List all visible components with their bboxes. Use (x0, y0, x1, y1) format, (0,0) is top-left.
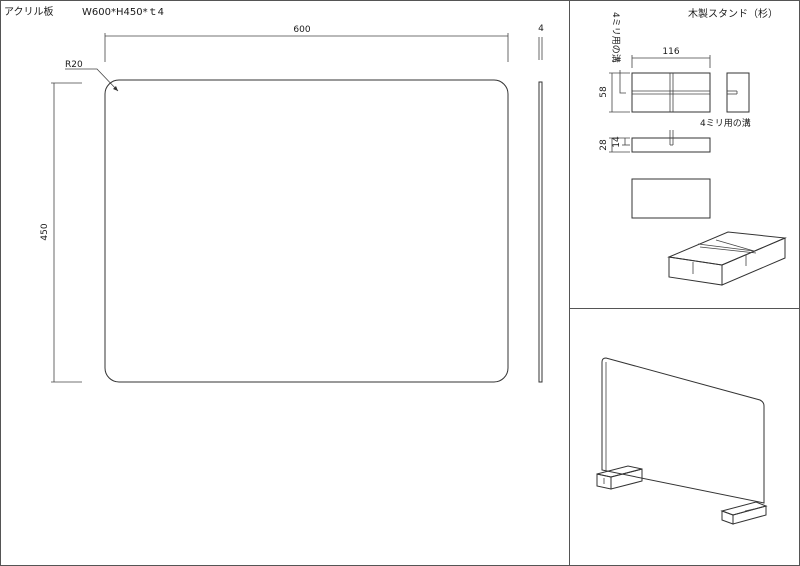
stand-depth-dimension: 28 (599, 137, 630, 153)
stand-height-label: 58 (599, 86, 609, 98)
height-label: 450 (40, 223, 50, 240)
stand-top-view (631, 72, 711, 113)
groove-leader-vertical (619, 70, 626, 94)
height-dimension: 450 (40, 82, 82, 383)
stand-title: 木製スタンド（杉） (688, 7, 778, 20)
width-label: 600 (293, 25, 310, 35)
acrylic-title: アクリル板 (4, 5, 54, 18)
thickness-side-view: 4 (538, 24, 544, 383)
thickness-label: 4 (538, 24, 544, 34)
stand-width-dimension: 116 (631, 47, 711, 68)
acrylic-spec: W600*H450*ｔ4 (82, 7, 164, 18)
acrylic-panel-front (104, 79, 509, 383)
width-dimension: 600 (104, 25, 509, 62)
groove-label-vertical: 4ミリ用の溝 (610, 12, 622, 63)
stand-height-dimension: 58 (599, 72, 630, 113)
stand-bottom-view (631, 178, 711, 219)
stand-isometric-view (667, 231, 787, 286)
slot-depth-label: 14 (612, 136, 622, 148)
assembled-isometric-view (596, 357, 768, 525)
stand-side-view (726, 72, 750, 113)
stand-front-view (631, 130, 711, 153)
groove-label-horizontal: 4ミリ用の溝 (700, 117, 751, 129)
stand-depth-label: 28 (599, 139, 609, 151)
stand-width-label: 116 (662, 47, 679, 57)
slot-depth-dimension: 14 (612, 136, 630, 148)
corner-radius-callout: R20 (65, 60, 119, 92)
corner-radius-label: R20 (65, 60, 83, 70)
